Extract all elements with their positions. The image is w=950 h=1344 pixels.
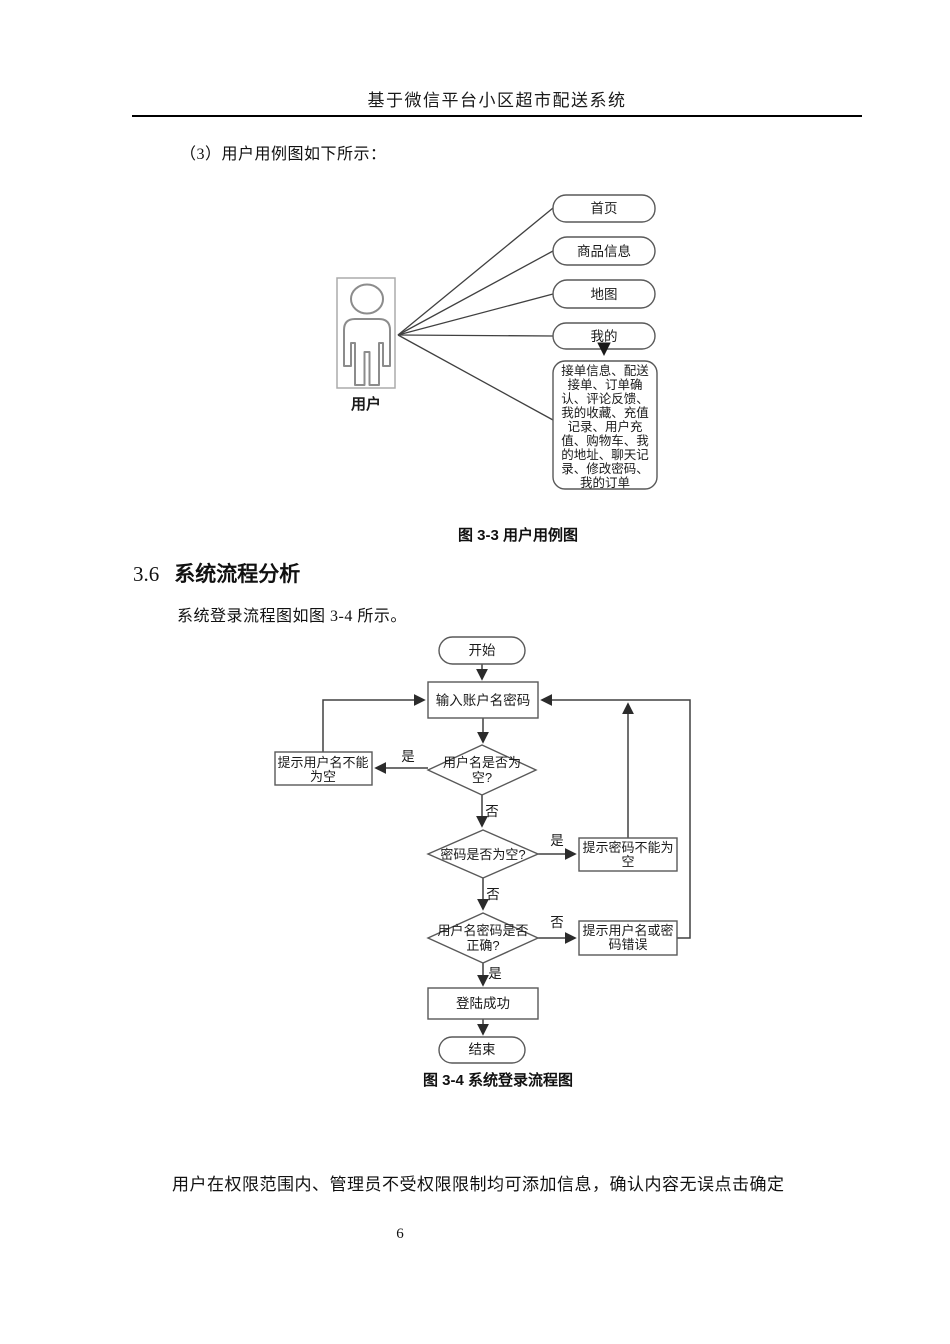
flow-node-input	[427, 681, 539, 719]
flowchart-lead-text: 系统登录流程图如图 3-4 所示。	[177, 608, 407, 625]
actor-head-icon	[350, 283, 384, 315]
flow-node-prompt-username	[274, 751, 373, 786]
section-number: 3.6	[133, 562, 160, 586]
label-check-correct: 用户名密码是否	[437, 923, 528, 938]
branch-label-yes: 是	[401, 749, 415, 764]
flow-node-success	[427, 987, 539, 1020]
label-prompt-wrong: 码错误	[608, 937, 647, 952]
branch-label-no: 否	[486, 887, 500, 902]
label-prompt-username: 为空	[310, 769, 336, 784]
header-divider	[132, 115, 862, 117]
label-check-username: 空?	[472, 770, 492, 785]
label-start: 开始	[469, 643, 496, 658]
detail-line: 我的收藏、充值	[561, 405, 649, 420]
usecase-label-map: 地图	[591, 287, 618, 302]
edge-promptuser-input-loop	[322, 694, 426, 752]
label-prompt-password: 空	[621, 854, 634, 869]
usecase-label-home: 首页	[591, 201, 618, 216]
usecase-bubble-map	[552, 279, 656, 309]
usecase-detail-text: 接单信息、配送 接单、订单确 认、评论反馈、 我的收藏、充值 记录、用户充 值、…	[561, 363, 649, 490]
flow-connectors	[322, 664, 691, 1036]
detail-line: 值、购物车、我	[561, 433, 649, 448]
label-check-password: 密码是否为空?	[440, 847, 525, 862]
usecase-detail-box	[552, 360, 658, 490]
label-prompt-username: 提示用户名不能	[277, 755, 368, 770]
label-input: 输入账户名密码	[436, 692, 531, 708]
label-check-username: 用户名是否为	[443, 755, 521, 770]
detail-line: 录、修改密码、	[561, 461, 649, 476]
branch-label-no: 否	[485, 804, 499, 819]
detail-line: 我的订单	[580, 475, 630, 490]
usecase-intro-text: （3）用户用例图如下所示：	[180, 146, 387, 163]
branch-label-yes: 是	[550, 833, 564, 848]
section-title: 系统流程分析	[174, 563, 301, 586]
detail-line: 认、评论反馈、	[561, 392, 649, 406]
actor-figure	[336, 277, 396, 389]
usecase-label-mine: 我的	[591, 329, 618, 344]
flow-node-prompt-password	[578, 837, 678, 872]
label-prompt-password: 提示密码不能为	[582, 840, 673, 855]
actor-association-lines	[397, 207, 554, 421]
usecase-bubbles	[552, 194, 656, 350]
detail-line: 记录、用户充	[567, 419, 642, 434]
detail-line: 的地址、聊天记	[561, 447, 649, 462]
label-success: 登陆成功	[456, 996, 510, 1011]
page-header-title: 基于微信平台小区超市配送系统	[367, 91, 627, 110]
figure-3-4-caption: 图 3-4 系统登录流程图	[422, 1072, 573, 1089]
flow-node-check-password	[426, 829, 540, 879]
detail-line: 接单信息、配送	[561, 363, 649, 378]
flow-branch-labels: 是 否 是 否 否 是	[401, 749, 564, 981]
branch-label-no: 否	[550, 915, 564, 930]
usecase-bubble-goods	[552, 236, 656, 266]
usecase-label-goods: 商品信息	[577, 243, 631, 259]
actor-label: 用户	[351, 395, 381, 413]
section-heading: 3.6 系统流程分析	[133, 558, 300, 588]
flow-node-labels: 开始 输入账户名密码 用户名是否为 空? 提示用户名不能 为空 密码是否为空? …	[277, 643, 673, 1057]
edge-promptwrong-input-loop	[540, 694, 691, 939]
flow-node-end	[438, 1036, 526, 1064]
figure-3-3-caption: 图 3-3 用户用例图	[457, 527, 578, 544]
usecase-diagram: 用户 首页 商品信息 地图 我的 接单信息、配送 接单、订单确 认、评论反馈、 …	[336, 194, 658, 490]
flow-node-prompt-wrong	[578, 920, 678, 956]
flow-nodes	[274, 636, 678, 1064]
page-number: 6	[396, 1226, 404, 1242]
label-end: 结束	[469, 1042, 496, 1057]
flow-node-check-correct	[426, 912, 540, 964]
closing-paragraph: 用户在权限范围内、管理员不受权限限制均可添加信息，确认内容无误点击确定	[172, 1175, 785, 1194]
actor-body-icon	[343, 318, 391, 386]
branch-label-yes: 是	[488, 966, 502, 981]
login-flowchart: 开始 输入账户名密码 用户名是否为 空? 提示用户名不能 为空 密码是否为空? …	[274, 636, 691, 1064]
label-prompt-wrong: 提示用户名或密	[582, 923, 673, 938]
flow-node-start	[438, 636, 526, 665]
detail-line: 接单、订单确	[567, 377, 642, 392]
label-check-correct: 正确?	[466, 938, 499, 953]
usecase-bubble-home	[552, 194, 656, 223]
flow-node-check-username	[426, 744, 538, 796]
actor-frame	[336, 277, 396, 389]
